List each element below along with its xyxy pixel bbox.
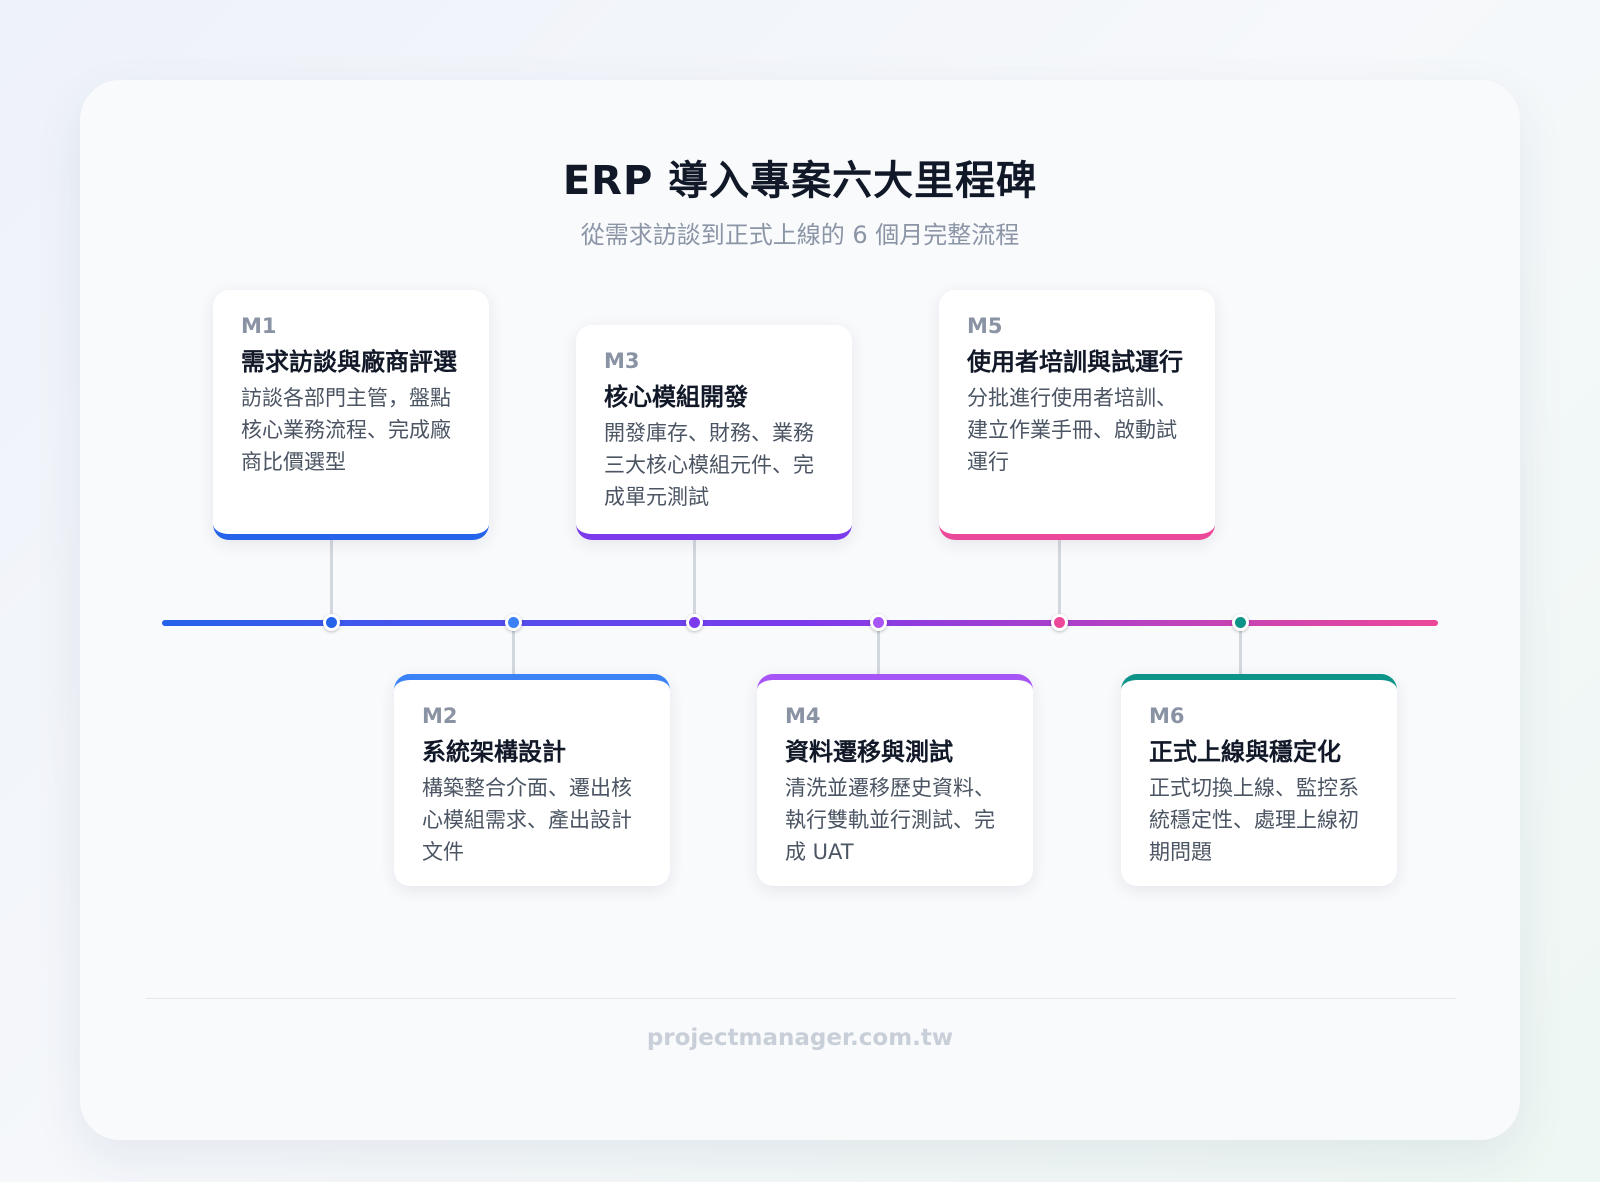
milestone-code: M1 — [241, 314, 277, 338]
milestone-desc: 正式切換上線、監控系統穩定性、處理上線初期問題 — [1149, 776, 1359, 864]
connector-m1 — [330, 540, 333, 618]
milestone-code: M2 — [422, 704, 458, 728]
connector-m5 — [1058, 540, 1061, 618]
timeline-card: ERP 導入專案六大里程碑 從需求訪談到正式上線的 6 個月完整流程 M1 需求… — [80, 80, 1520, 1140]
milestone-card-m2: M2 系統架構設計 構築整合介面、遷出核心模組需求、產出設計文件 — [394, 674, 670, 886]
milestone-title: 正式上線與穩定化 — [1149, 738, 1341, 766]
milestone-title: 系統架構設計 — [422, 738, 566, 766]
milestone-code: M3 — [604, 349, 640, 373]
milestone-title: 需求訪談與廠商評選 — [241, 348, 457, 376]
timeline-dot-m2 — [505, 614, 522, 631]
timeline-dot-m1 — [323, 614, 340, 631]
milestone-code: M6 — [1149, 704, 1185, 728]
connector-m2 — [512, 628, 515, 674]
timeline-dot-m4 — [870, 614, 887, 631]
timeline-dot-m3 — [686, 614, 703, 631]
milestone-card-m6: M6 正式上線與穩定化 正式切換上線、監控系統穩定性、處理上線初期問題 — [1121, 674, 1397, 886]
milestone-card-m1: M1 需求訪談與廠商評選 訪談各部門主管，盤點核心業務流程、完成廠商比價選型 — [213, 290, 489, 540]
connector-m3 — [693, 540, 696, 618]
timeline-axis — [162, 620, 1438, 626]
milestone-desc: 構築整合介面、遷出核心模組需求、產出設計文件 — [422, 776, 632, 864]
milestone-desc: 開發庫存、財務、業務三大核心模組元件、完成單元測試 — [604, 421, 814, 509]
milestone-card-m5: M5 使用者培訓與試運行 分批進行使用者培訓、建立作業手冊、啟動試運行 — [939, 290, 1215, 540]
milestone-desc: 訪談各部門主管，盤點核心業務流程、完成廠商比價選型 — [241, 386, 451, 474]
milestone-desc: 清洗並遷移歷史資料、執行雙軌並行測試、完成 UAT — [785, 776, 995, 864]
milestone-title: 使用者培訓與試運行 — [967, 348, 1183, 376]
milestone-code: M4 — [785, 704, 821, 728]
milestone-code: M5 — [967, 314, 1003, 338]
milestone-desc: 分批進行使用者培訓、建立作業手冊、啟動試運行 — [967, 386, 1177, 474]
timeline-dot-m5 — [1051, 614, 1068, 631]
footer-divider — [146, 998, 1456, 999]
connector-m4 — [877, 628, 880, 674]
milestone-card-m4: M4 資料遷移與測試 清洗並遷移歷史資料、執行雙軌並行測試、完成 UAT — [757, 674, 1033, 886]
milestone-card-m3: M3 核心模組開發 開發庫存、財務、業務三大核心模組元件、完成單元測試 — [576, 325, 852, 540]
page-subtitle: 從需求訪談到正式上線的 6 個月完整流程 — [580, 221, 1020, 249]
page-title: ERP 導入專案六大里程碑 — [562, 158, 1038, 204]
milestone-title: 核心模組開發 — [604, 383, 748, 411]
footer-domain: projectmanager.com.tw — [646, 1025, 954, 1051]
connector-m6 — [1239, 628, 1242, 674]
timeline-dot-m6 — [1232, 614, 1249, 631]
milestone-title: 資料遷移與測試 — [785, 738, 953, 766]
